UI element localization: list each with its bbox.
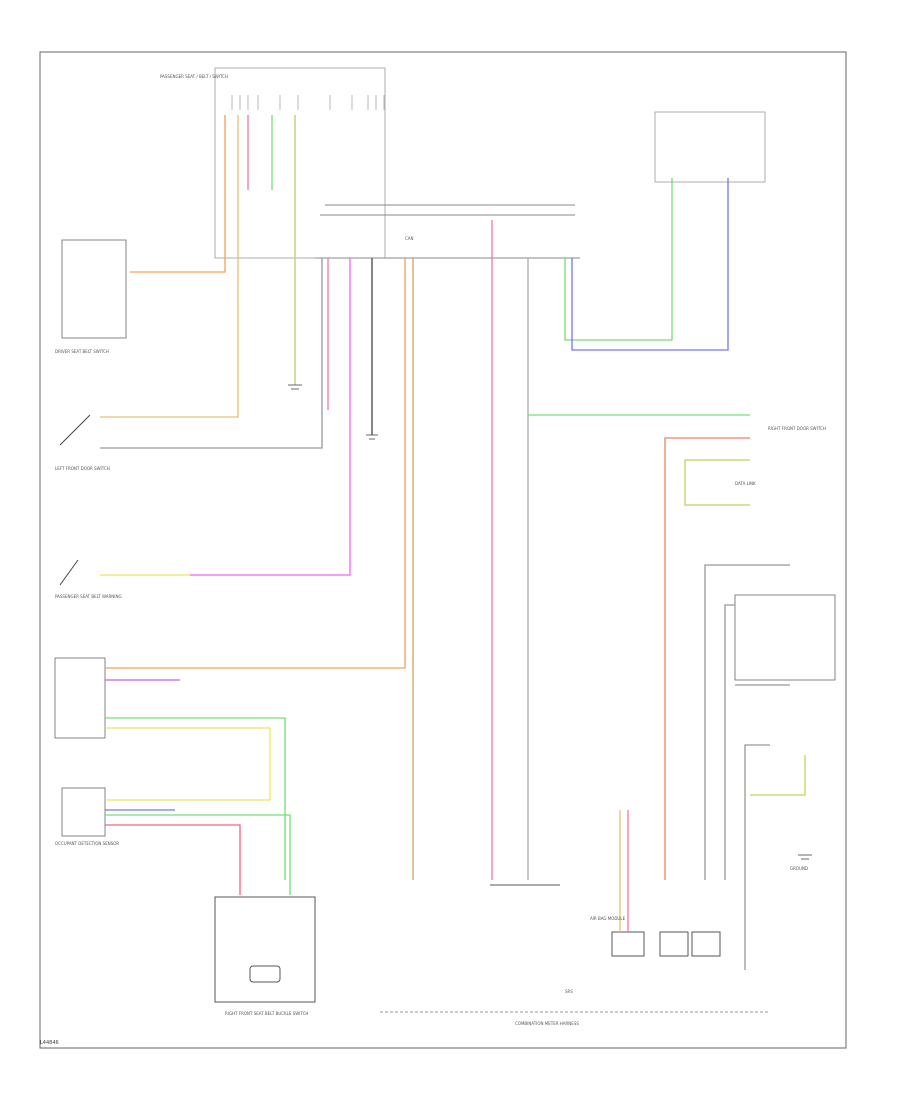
wire-orange-4 bbox=[664, 437, 750, 880]
occupant-sensor-box bbox=[54, 657, 106, 739]
top-pin-labels bbox=[231, 95, 385, 110]
wire-orange-2 bbox=[105, 258, 406, 669]
wire-gray-1 bbox=[100, 258, 323, 449]
right-top-module-box bbox=[654, 111, 766, 183]
wire-lime-3 bbox=[750, 755, 806, 796]
wire-orange-1 bbox=[130, 115, 226, 273]
meter-box-3 bbox=[691, 931, 721, 957]
wire-gray-2 bbox=[704, 564, 790, 880]
left-door-switch-symbol bbox=[59, 414, 91, 446]
wire-green-6 bbox=[564, 178, 673, 341]
wire-yellow-2 bbox=[105, 727, 271, 801]
main-connector-box bbox=[214, 67, 386, 259]
label-blocks: PASSENGER SEAT / BELT / SWITCH DRIVER SE… bbox=[55, 74, 826, 1026]
meter-box-2 bbox=[659, 931, 689, 957]
label-seat-buckle: RIGHT FRONT SEAT BELT BUCKLE SWITCH bbox=[225, 1011, 308, 1016]
detection-sensor-box bbox=[61, 787, 106, 837]
seat-module-box bbox=[214, 896, 316, 1003]
label-occupant-sensor: OCCUPANT DETECTION SENSOR bbox=[55, 841, 119, 846]
ground-symbols bbox=[288, 384, 812, 860]
label-meter-harness: COMBINATION METER HARNESS bbox=[515, 1021, 579, 1026]
label-top-connector: PASSENGER SEAT / BELT / SWITCH bbox=[160, 74, 228, 79]
wire-lime-2 bbox=[684, 459, 750, 506]
label-driver-seat-belt: DRIVER SEAT BELT SWITCH bbox=[55, 349, 109, 354]
right-belt-switch-box bbox=[734, 594, 836, 681]
wire-green-7 bbox=[105, 717, 286, 880]
wire-magenta-1 bbox=[190, 258, 351, 576]
label-srs: SRS bbox=[565, 989, 573, 994]
wire-green-8 bbox=[105, 814, 291, 895]
driver-belt-switch-box bbox=[61, 239, 127, 339]
label-data-link: DATA LINK bbox=[735, 481, 756, 486]
wire-gray-5 bbox=[744, 744, 770, 970]
page-id-label: L44846 bbox=[40, 1040, 59, 1046]
label-left-door: LEFT FRONT DOOR SWITCH bbox=[55, 466, 110, 471]
wire-lime-1 bbox=[100, 115, 239, 418]
left-front-door-switch-symbol bbox=[59, 559, 79, 586]
diagram-frame bbox=[39, 51, 847, 1049]
wire-blue-1 bbox=[571, 178, 729, 351]
label-ground: GROUND bbox=[790, 866, 808, 871]
label-right-door: RIGHT FRONT DOOR SWITCH bbox=[768, 426, 826, 431]
label-passenger-belt: PASSENGER SEAT BELT WARNING bbox=[55, 594, 122, 599]
wire-red-2 bbox=[105, 824, 241, 895]
label-can: CAN bbox=[405, 236, 414, 241]
seat-module-inner bbox=[249, 965, 281, 983]
wires bbox=[100, 115, 806, 970]
label-airbag: AIR BAG MODULE bbox=[590, 916, 626, 921]
wire-gray-3 bbox=[724, 604, 735, 880]
meter-box-1 bbox=[611, 931, 645, 957]
